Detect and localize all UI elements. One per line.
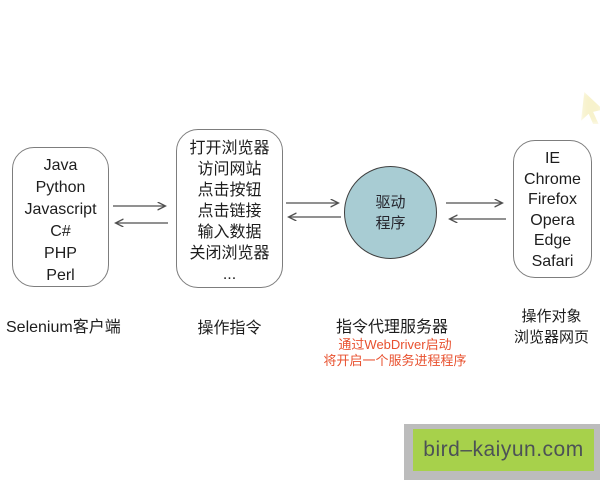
client-language: PHP [44, 245, 77, 262]
driver-circle-text: 程序 [375, 214, 406, 232]
browsers-label-line: 浏览器网页 [513, 329, 589, 346]
command-item: 打开浏览器 [189, 140, 270, 157]
client-language: Perl [46, 267, 75, 284]
client-language: Java [43, 157, 78, 174]
watermark-badge: bird–kaiyun.com [413, 429, 594, 471]
proxy-server-label: 指令代理服务器 [335, 319, 448, 336]
command-item: 点击按钮 [197, 182, 262, 199]
browsers-box-label: 操作对象 浏览器网页 [503, 306, 600, 348]
driver-circle-text: 驱动 [375, 193, 406, 211]
commands-box: 打开浏览器 访问网站 点击按钮 点击链接 输入数据 关闭浏览器 ... [176, 129, 283, 288]
browser-item: IE [544, 150, 561, 167]
webdriver-note-line: 通过WebDriver启动 [338, 337, 452, 352]
webdriver-note-line: 将开启一个服务进程程序 [323, 352, 467, 368]
command-item: 点击链接 [197, 203, 262, 220]
client-languages-box: Java Python Javascript C# PHP Perl [12, 147, 109, 287]
browser-item: Firefox [528, 191, 577, 208]
client-language: Python [35, 179, 86, 196]
browser-item: Chrome [524, 170, 581, 188]
browser-item: Opera [530, 211, 575, 229]
client-language: Javascript [24, 201, 97, 218]
faint-cursor-artifact [581, 92, 600, 124]
client-language: C# [50, 223, 71, 240]
client-box-label: Selenium客户端 [6, 319, 121, 336]
webdriver-note: 通过WebDriver启动 将开启一个服务进程程序 [300, 337, 490, 368]
browsers-box: IE Chrome Firefox Opera Edge Safari [513, 140, 592, 278]
browser-item: Safari [531, 252, 574, 270]
driver-program-circle: 驱动 程序 [344, 166, 437, 259]
browsers-label-line: 操作对象 [521, 308, 582, 325]
command-item: 输入数据 [197, 224, 262, 241]
command-item: ... [222, 266, 237, 283]
command-item: 关闭浏览器 [189, 245, 270, 262]
commands-box-label: 操作指令 [197, 320, 262, 337]
command-item: 访问网站 [197, 161, 262, 178]
watermark-frame: bird–kaiyun.com [404, 424, 600, 480]
browser-item: Edge [533, 232, 572, 249]
